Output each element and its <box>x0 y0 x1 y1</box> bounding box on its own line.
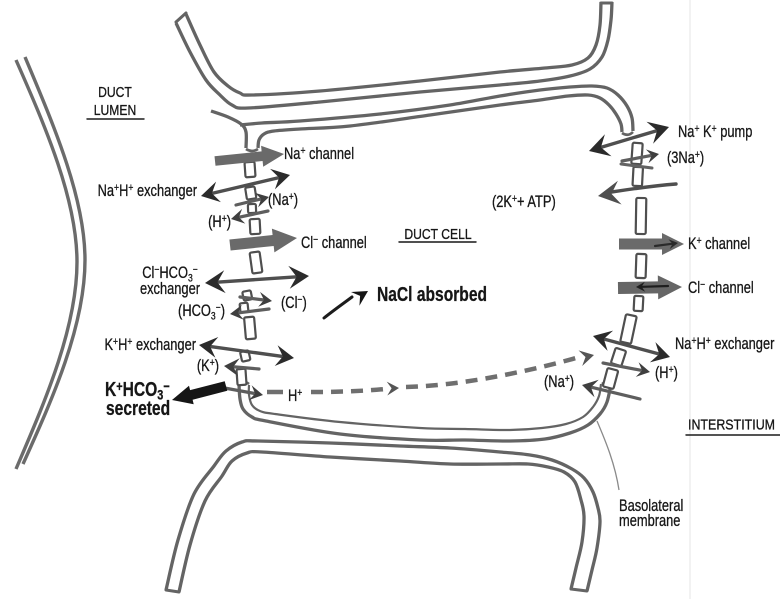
svg-text:LUMEN: LUMEN <box>94 102 136 118</box>
svg-text:(K+​): (K+​) <box>197 357 219 375</box>
svg-text:Basolateral: Basolateral <box>619 498 683 516</box>
svg-text:(H+​): (H+​) <box>655 364 678 382</box>
svg-text:INTERSTITIUM: INTERSTITIUM <box>688 416 775 432</box>
svg-text:Cl−​ channel: Cl−​ channel <box>301 234 367 252</box>
svg-text:Cl−​HCO3​−​: Cl−​HCO3​−​ <box>142 264 198 285</box>
svg-text:K+​ channel: K+​ channel <box>688 235 750 253</box>
svg-text:membrane: membrane <box>619 513 680 531</box>
svg-text:DUCT: DUCT <box>98 84 132 100</box>
svg-text:(Na+​): (Na+​) <box>544 373 574 391</box>
svg-text:Na+​ channel: Na+​ channel <box>284 145 354 163</box>
svg-text:(2K+​+ ATP): (2K+​+ ATP) <box>492 193 556 211</box>
svg-text:exchanger: exchanger <box>140 281 200 299</box>
svg-text:(H+​): (H+​) <box>208 213 231 231</box>
svg-text:Cl−​ channel: Cl−​ channel <box>688 279 754 297</box>
svg-text:NaCl absorbed: NaCl absorbed <box>377 283 487 305</box>
svg-text:DUCT CELL: DUCT CELL <box>404 226 472 242</box>
svg-text:secreted: secreted <box>106 397 170 419</box>
svg-text:Na+​H+​ exchanger: Na+​H+​ exchanger <box>98 182 197 200</box>
svg-text:Na+​H+​ exchanger: Na+​H+​ exchanger <box>675 335 774 353</box>
svg-text:Na+​ K+​ pump: Na+​ K+​ pump <box>678 123 752 141</box>
svg-text:K+​H+​ exchanger: K+​H+​ exchanger <box>104 336 196 354</box>
svg-text:(Cl−​): (Cl−​) <box>281 294 307 312</box>
svg-text:(Na+​): (Na+​) <box>268 191 298 209</box>
